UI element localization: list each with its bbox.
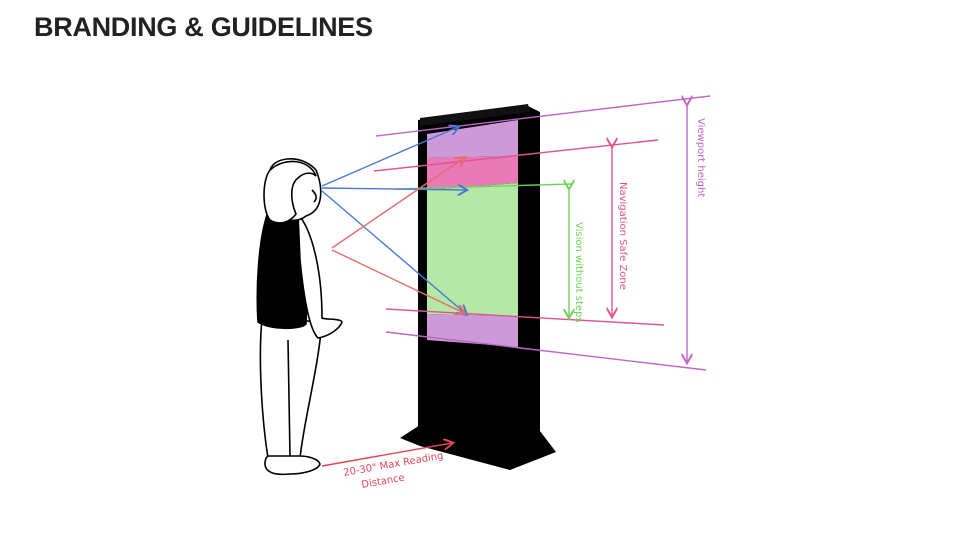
slide-title: BRANDING & GUIDELINES <box>34 12 373 42</box>
screen-top-zone <box>427 120 518 158</box>
reading-distance-arrow <box>321 443 452 467</box>
sight-lines <box>321 127 466 314</box>
person-illustration <box>256 158 343 476</box>
navigation-safe-zone-label: Navigation Safe Zone <box>617 182 628 290</box>
screen-bottom-zone <box>427 314 518 347</box>
screen-pink-zone <box>427 156 518 190</box>
kiosk-screen <box>427 120 518 347</box>
vision-without-steps-label: Vision without steps <box>573 222 584 323</box>
vision-guides <box>395 184 572 317</box>
navigation-safe-zone-guides <box>373 140 665 326</box>
reading-distance-label-line2: Distance <box>361 473 406 491</box>
screen-green-zone <box>427 183 518 316</box>
reach-lines <box>331 158 464 313</box>
viewport-height-label: Viewport height <box>695 118 706 197</box>
viewport-height-guides <box>375 95 711 371</box>
